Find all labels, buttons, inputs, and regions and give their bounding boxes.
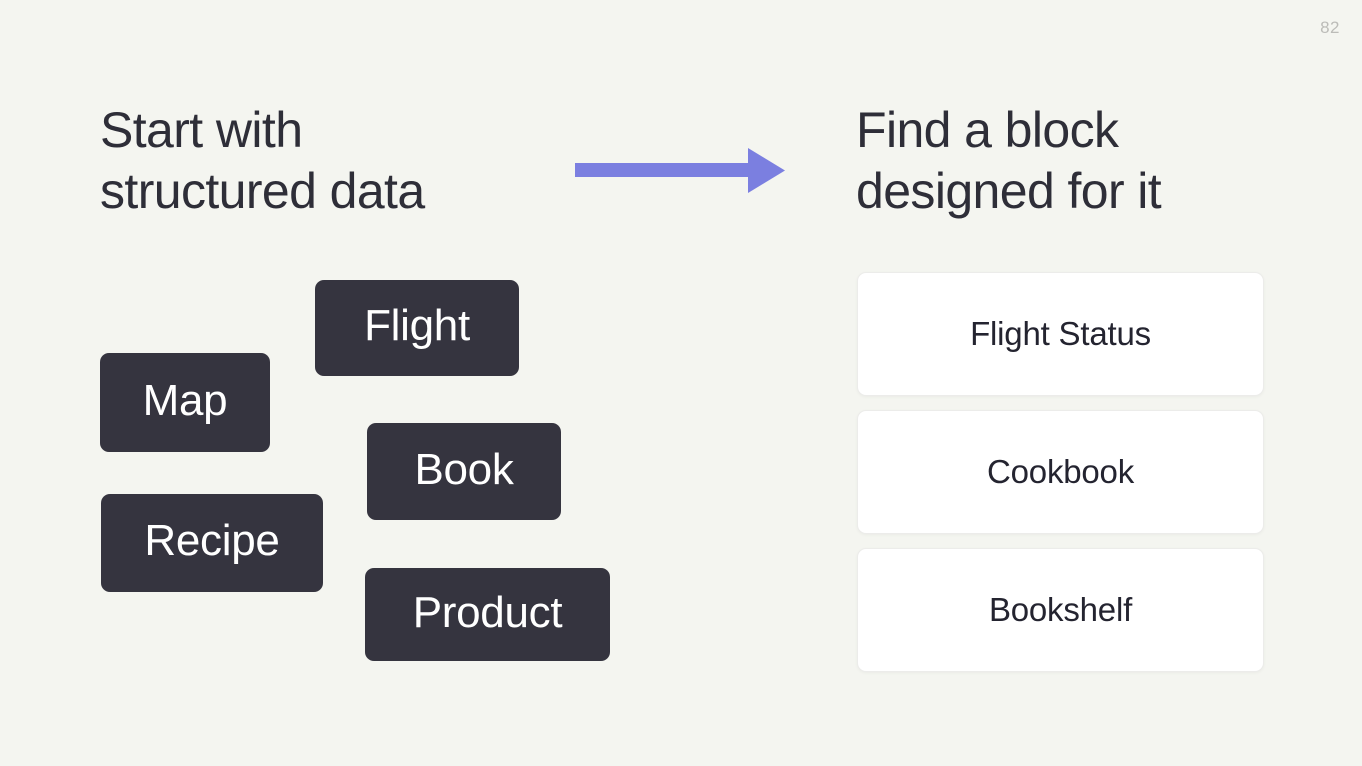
right-arrow-glyph	[575, 148, 785, 193]
block-card-flight-status[interactable]: Flight Status	[857, 272, 1264, 396]
tag-product: Product	[365, 568, 610, 661]
right-arrow-icon	[575, 143, 790, 198]
block-card-cookbook[interactable]: Cookbook	[857, 410, 1264, 534]
page-number: 82	[1320, 18, 1340, 37]
left-heading: Start with structured data	[100, 102, 425, 219]
block-card-bookshelf[interactable]: Bookshelf	[857, 548, 1264, 672]
right-heading: Find a block designed for it	[856, 102, 1162, 219]
tag-map: Map	[100, 353, 270, 452]
tag-recipe: Recipe	[101, 494, 323, 592]
tag-book: Book	[367, 423, 561, 520]
tag-flight: Flight	[315, 280, 519, 376]
